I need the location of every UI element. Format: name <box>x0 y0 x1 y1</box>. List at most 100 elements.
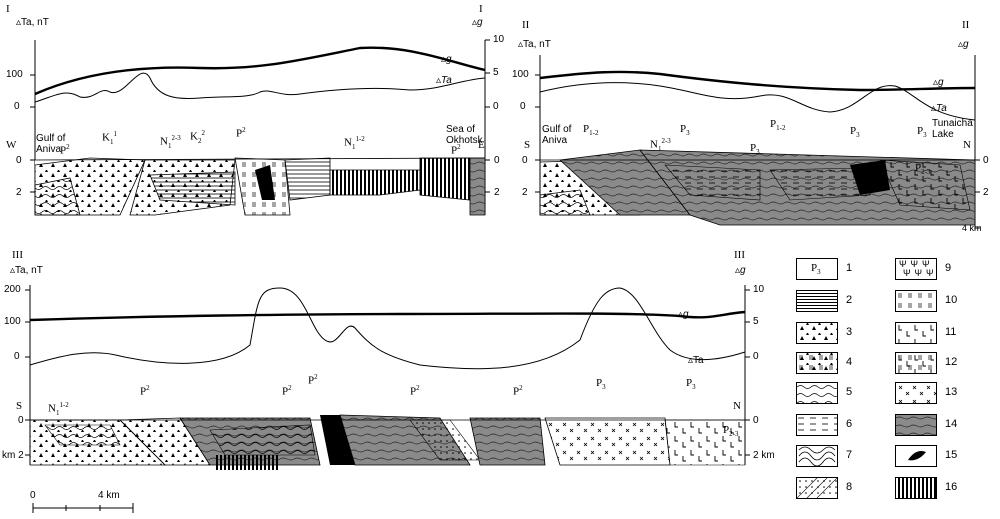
unit-label: P3 <box>686 377 696 392</box>
unit-label: P2 <box>308 373 318 387</box>
curve-label-g: ▵g <box>678 309 689 320</box>
magnetic-curve-1 <box>34 72 486 103</box>
depth-tick: 2 km <box>753 450 775 461</box>
legend-number: 8 <box>846 481 853 493</box>
tick-label: 0 <box>493 101 499 112</box>
panel-1-roman-left: I <box>6 3 10 15</box>
panel-2 <box>535 55 980 230</box>
tick-label: 0 <box>520 101 526 112</box>
place-gulf-of-aniva-2: Gulf of Aniva <box>542 124 572 146</box>
unit-label: P2 <box>60 143 70 157</box>
direction-left: W <box>6 139 17 151</box>
legend-swatch-2 <box>796 290 838 312</box>
legend-number: 6 <box>846 418 853 430</box>
curve-label-g: ▵g <box>933 77 944 88</box>
direction-right: N <box>963 139 971 151</box>
section-1 <box>34 157 486 216</box>
unit-label: P3 <box>917 125 927 140</box>
tick-label: 100 <box>512 69 529 80</box>
panel-3 <box>25 285 750 513</box>
legend-swatch-13 <box>895 382 937 404</box>
legend-swatch-9: ΨΨΨ ΨΨΨ <box>895 258 937 280</box>
tick-label: 10 <box>493 34 505 45</box>
depth-tick: 0 <box>522 155 528 166</box>
unit-label: P3 <box>596 377 606 392</box>
tick-label: 10 <box>753 284 765 295</box>
depth-tick: 2 <box>494 187 500 198</box>
tick-label: 0 <box>753 351 759 362</box>
legend-number: 3 <box>846 326 853 338</box>
curve-label-g: ▵g <box>441 54 452 65</box>
legend-number: 11 <box>945 326 957 338</box>
tick-label: 100 <box>4 316 21 327</box>
unit-label: N12-3 <box>650 137 671 153</box>
panel-2-roman-left: II <box>522 19 530 31</box>
magnetic-curve-3 <box>29 287 746 370</box>
depth-tick: 2 <box>16 187 22 198</box>
legend-swatch-16 <box>895 477 937 499</box>
curve-label-ta: ▵Ta <box>688 355 704 366</box>
unit-label: P2-3 <box>723 424 739 439</box>
tick-label: 5 <box>753 316 759 327</box>
scale-start: 0 <box>30 490 36 501</box>
place-gulf-of-aniva-1: Gulf of Aniva <box>36 133 66 155</box>
unit-label: K22 <box>190 129 205 145</box>
tick-label: 0 <box>14 101 20 112</box>
magnetic-curve-2 <box>539 82 976 121</box>
unit-label: P3 <box>750 142 760 157</box>
panel-3-roman-right: III <box>734 249 745 261</box>
unit-label: P2 <box>410 384 420 398</box>
legend-swatch-15 <box>895 445 937 467</box>
depth-tick: 2 <box>522 187 528 198</box>
direction-left: S <box>16 400 23 412</box>
legend-number: 4 <box>846 356 853 368</box>
legend-swatch-12 <box>895 352 937 374</box>
legend-number: 16 <box>945 481 958 493</box>
scale-end: 4 km <box>98 490 120 501</box>
depth-tick: 0 <box>16 155 22 166</box>
depth-tick: 0 <box>753 415 759 426</box>
depth-tick: km 2 <box>2 450 24 461</box>
section-3 <box>29 414 746 470</box>
legend-swatch-8 <box>796 477 838 499</box>
legend-swatch-10 <box>895 290 937 312</box>
panel-3-ta-axis-label: ▵Ta, nT <box>10 265 43 276</box>
legend-number: 13 <box>945 386 958 398</box>
tick-label: 5 <box>493 67 499 78</box>
unit-label: P3 <box>850 125 860 140</box>
panel-1-roman-right: I <box>479 3 483 15</box>
legend-swatch-11 <box>895 322 937 344</box>
panel-2-roman-right: II <box>962 19 970 31</box>
place-sea-of-okhotsk: Sea of Okhotsk <box>446 124 483 146</box>
unit-label: P1-2 <box>583 123 599 138</box>
gravity-curve-3 <box>29 310 746 322</box>
scale-bar <box>32 503 134 513</box>
unit-label: P2 <box>140 384 150 398</box>
panel-1 <box>30 39 490 216</box>
legend-number: 2 <box>846 294 853 306</box>
legend-number: 10 <box>945 294 958 306</box>
unit-label: N11-2 <box>48 401 69 417</box>
unit-label: P1-2 <box>770 118 786 133</box>
tick-label: 0 <box>14 351 20 362</box>
tick-label: 100 <box>6 69 23 80</box>
place-tunaicha-lake: Tunaicha Lake <box>932 118 973 140</box>
tick-label: 200 <box>4 284 21 295</box>
unit-label: P2 <box>513 384 523 398</box>
section-2 <box>539 149 976 226</box>
depth-tick: 0 <box>18 415 24 426</box>
direction-right: E <box>478 139 485 151</box>
panel-3-g-axis-label: ▵g <box>735 265 746 276</box>
legend-swatch-5 <box>796 382 838 404</box>
legend-number: 15 <box>945 449 958 461</box>
legend-number: 12 <box>945 356 958 368</box>
legend-swatch-6 <box>796 414 838 436</box>
direction-left: S <box>524 139 531 151</box>
curve-label-ta: ▵Ta <box>931 103 947 114</box>
panel-3-roman-left: III <box>12 249 23 261</box>
legend-number: 7 <box>846 449 853 461</box>
depth-tick: 0 <box>494 155 500 166</box>
depth-tick-km: 4 km <box>962 223 982 233</box>
unit-label: P3 <box>680 123 690 138</box>
